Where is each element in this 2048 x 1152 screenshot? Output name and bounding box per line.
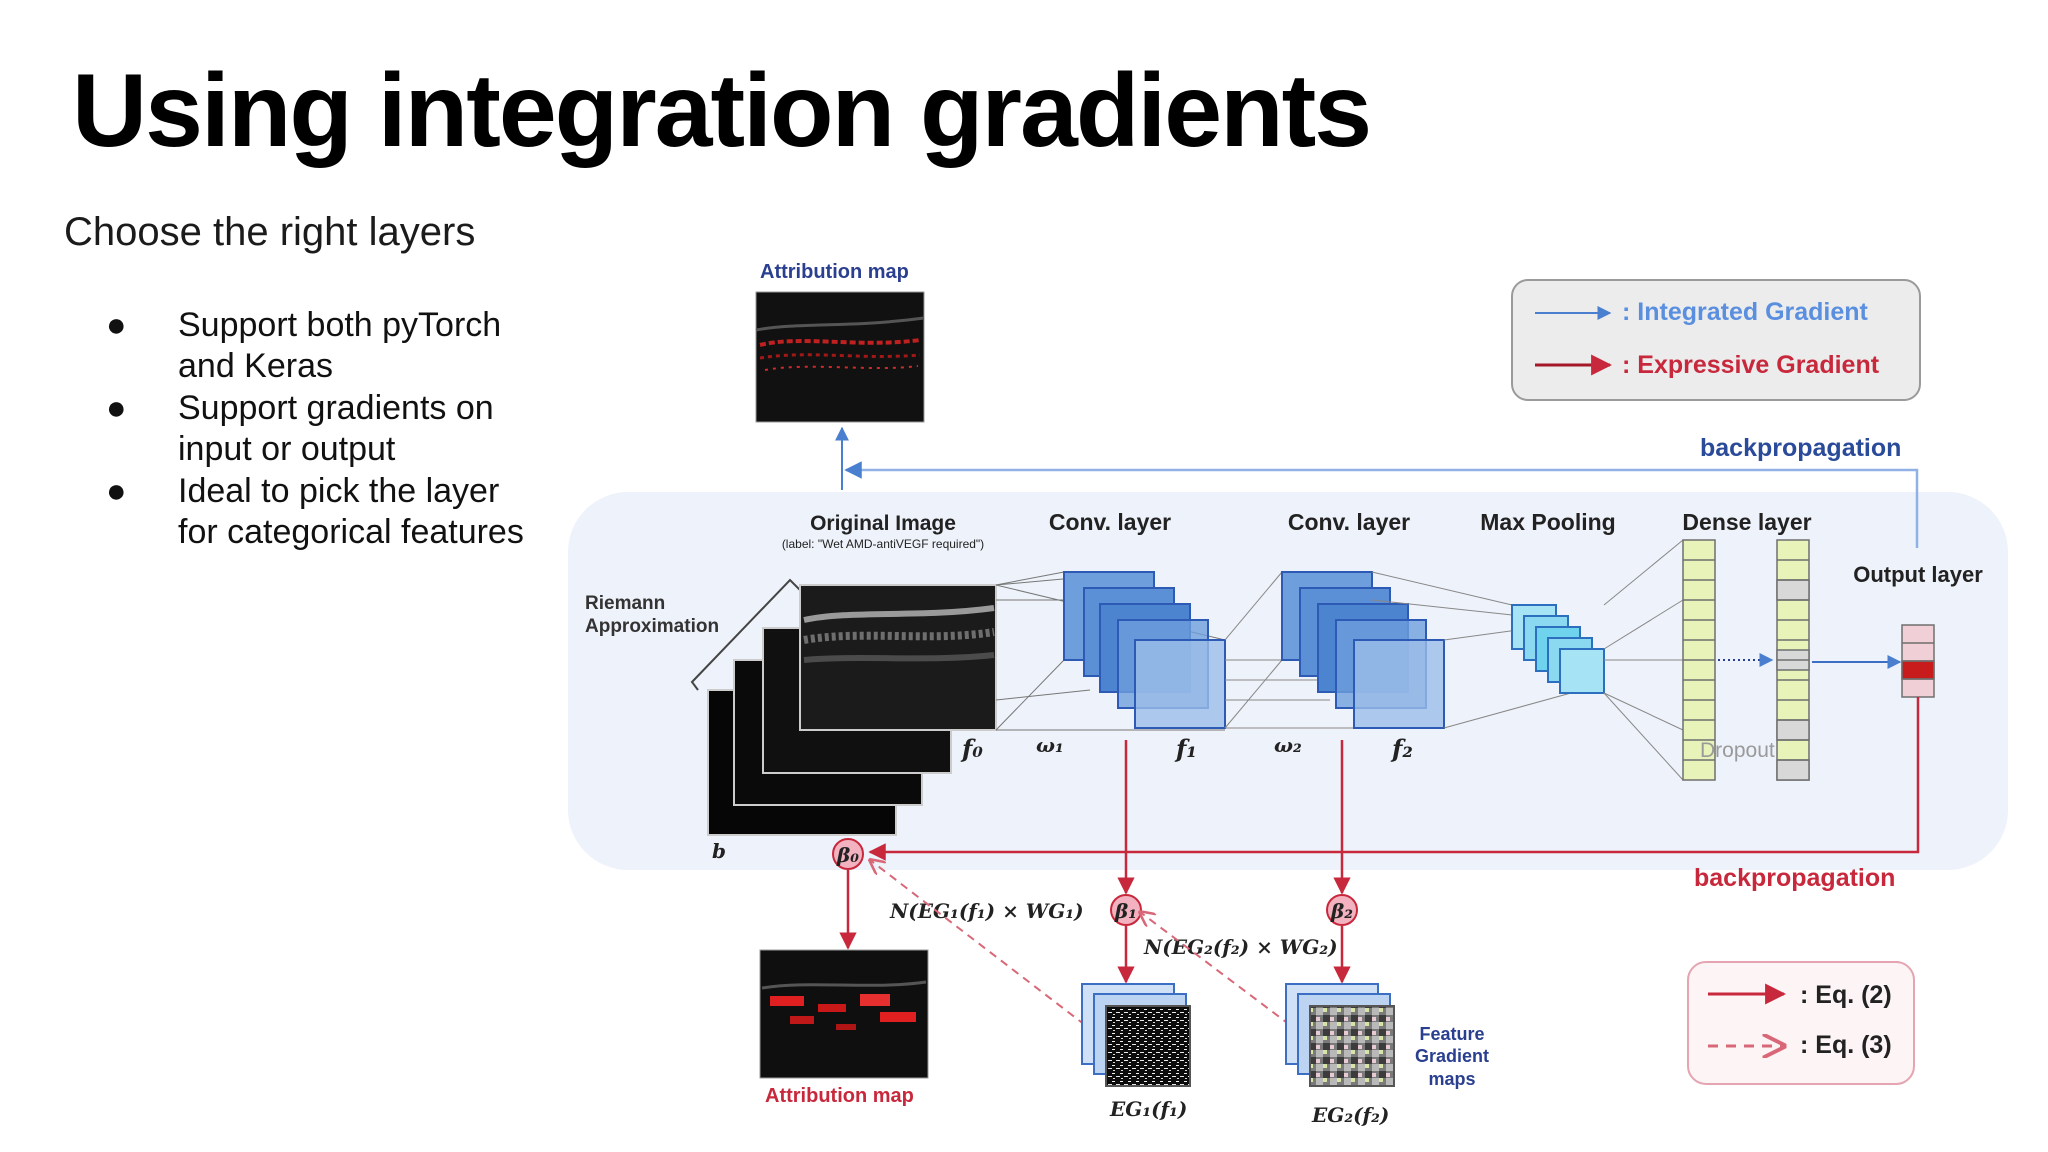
bullet-text-line1: Support gradients on [178, 389, 494, 427]
dense-layer-column-2 [1776, 539, 1810, 781]
formula-1: N(EG₁(f₁) × WG₁) [889, 899, 1084, 923]
backpropagation-top-label: backpropagation [1700, 434, 1901, 462]
backprop-red-line [868, 697, 1920, 861]
bullet-dot: ● [106, 306, 127, 344]
bullet-list: ● Support both pyTorch and Keras ● Suppo… [100, 305, 570, 554]
backpropagation-bottom-label: backpropagation [1694, 864, 1895, 892]
slide-subtitle: Choose the right layers [64, 210, 476, 254]
eg1-label: EG₁(f₁) [1109, 1097, 1187, 1121]
feature-gradient-map-2 [1285, 983, 1395, 1087]
bullet-dot: ● [106, 472, 127, 510]
feature-gradient-maps-line2: Gradient [1415, 1046, 1489, 1066]
bullet-text-line2: for categorical features [178, 513, 524, 551]
formula-2: N(EG₂(f₂) × WG₂) [1143, 935, 1338, 959]
legend-eq2: : Eq. (2) [1800, 981, 1892, 1009]
b-label: b [712, 839, 726, 863]
legend-integrated-gradient: : Integrated Gradient [1622, 298, 1869, 326]
feature-gradient-maps-line3: maps [1428, 1069, 1475, 1089]
feature-gradient-maps-line1: Feature [1419, 1024, 1484, 1044]
conv-layer-2-label: Conv. layer [1288, 509, 1410, 535]
beta0-node: β₀ [832, 838, 864, 870]
bullet-text-line1: Ideal to pick the layer [178, 472, 500, 510]
dropout-label: Dropout [1700, 739, 1775, 762]
attribution-map-top-image [755, 291, 925, 423]
f2-label: f₂ [1390, 734, 1413, 763]
riemann-label-line1: Riemann [585, 593, 665, 614]
feature-gradient-map-1 [1081, 983, 1191, 1087]
bullet-item: ● Support both pyTorch and Keras [100, 305, 570, 387]
conv-layer-2-block [1281, 571, 1445, 729]
riemann-image-stack [707, 584, 997, 836]
max-pooling-block [1511, 604, 1605, 694]
legend-top-box [1511, 279, 1921, 401]
beta2-node: β₂ [1326, 894, 1358, 926]
attribution-map-bottom-label: Attribution map [765, 1085, 914, 1107]
bullet-text-line2: input or output [178, 430, 396, 468]
riemann-label-line2: Approximation [585, 616, 719, 637]
eg2-label: EG₂(f₂) [1311, 1103, 1389, 1127]
beta0-label: β₀ [836, 843, 859, 867]
bullet-text-line1: Support both pyTorch [178, 306, 502, 344]
legend-expressive-gradient: : Expressive Gradient [1622, 351, 1880, 379]
attribution-map-bottom-image [759, 949, 929, 1079]
bullet-text-line2: and Keras [178, 347, 333, 385]
dashed-arrow-eg1-to-beta0 [870, 860, 1086, 1026]
conv-layer-1-block [1063, 571, 1226, 729]
attribution-map-top-label: Attribution map [760, 261, 909, 283]
dense-layer-label: Dense layer [1682, 509, 1811, 535]
dashed-arrow-eg2-to-beta1 [1140, 912, 1291, 1026]
original-image-sublabel: (label: "Wet AMD-antiVEGF required") [782, 537, 984, 551]
slide-title: Using integration gradients [72, 53, 1372, 169]
f0-label: f₀ [960, 734, 983, 763]
riemann-bracket [690, 578, 801, 691]
w2-label: ω₂ [1274, 733, 1302, 757]
max-pooling-label: Max Pooling [1480, 509, 1615, 535]
w1-label: ω₁ [1036, 733, 1064, 757]
legend-eq3: : Eq. (3) [1800, 1031, 1892, 1059]
beta2-label: β₂ [1330, 899, 1353, 923]
conv-layer-1-label: Conv. layer [1049, 509, 1171, 535]
f1-label: f₁ [1174, 734, 1197, 763]
original-image-label: Original Image [810, 512, 956, 535]
dense-layer-column-1 [1682, 539, 1716, 781]
beta1-node: β₁ [1110, 894, 1142, 926]
beta1-label: β₁ [1114, 899, 1137, 923]
bullet-item: ● Support gradients on input or output [100, 388, 570, 470]
bullet-item: ● Ideal to pick the layer for categorica… [100, 471, 570, 553]
output-layer-label: Output layer [1853, 562, 1983, 587]
pool-to-dense-connections [1603, 539, 1684, 781]
bullet-dot: ● [106, 389, 127, 427]
backprop-blue-line [844, 461, 1919, 548]
output-layer-block [1901, 624, 1935, 698]
